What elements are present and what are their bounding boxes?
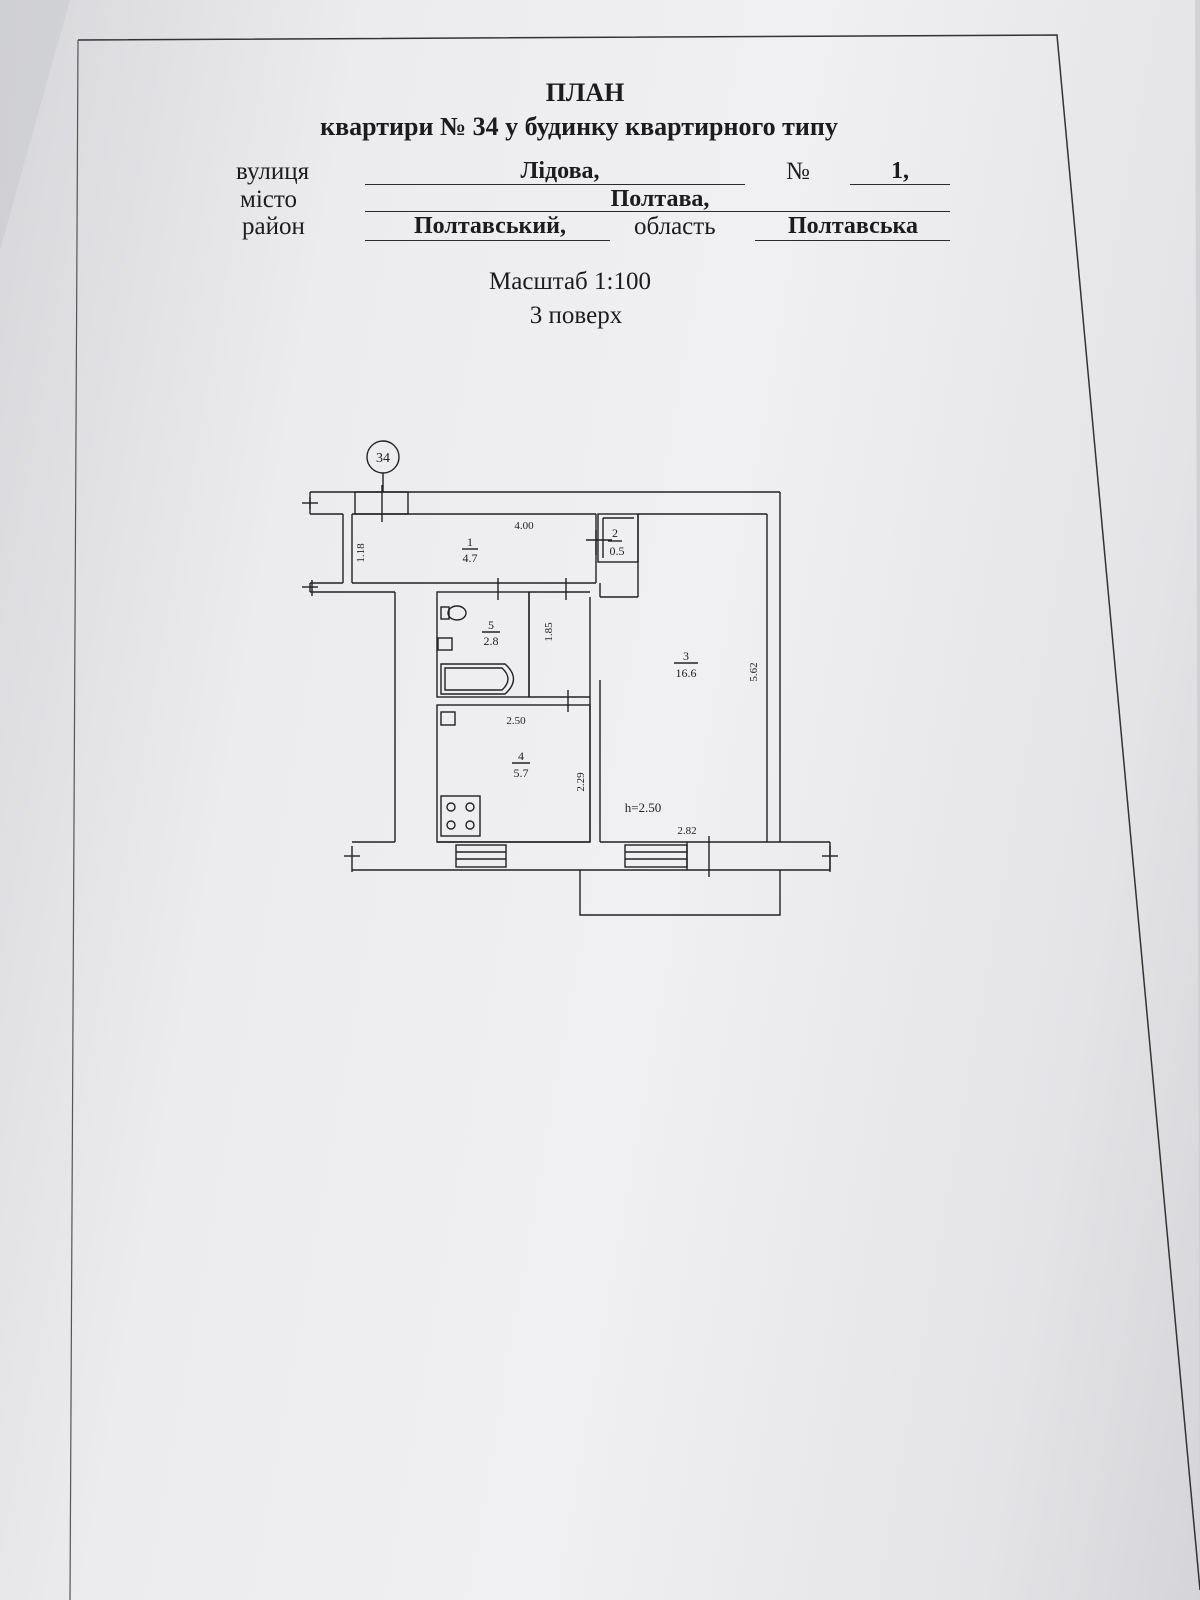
number-underline bbox=[850, 184, 950, 185]
stove-icon bbox=[440, 795, 481, 837]
room-4-area: 5.7 bbox=[514, 766, 529, 780]
district-label: район bbox=[242, 213, 305, 240]
room-5-number: 5 bbox=[488, 618, 494, 632]
document-title: ПЛАН bbox=[545, 78, 625, 107]
balcony-outline bbox=[579, 870, 781, 916]
room-4-number: 4 bbox=[518, 749, 524, 763]
dim-kitchen-width: 2.29 bbox=[575, 772, 587, 792]
scale-text: Масштаб 1:100 bbox=[489, 268, 651, 295]
dim-room-3-width: 2.82 bbox=[677, 825, 696, 837]
dim-bathroom-width: 1.85 bbox=[543, 622, 555, 642]
room-2-area: 0.5 bbox=[610, 544, 625, 558]
region-label: область bbox=[634, 213, 716, 240]
room-1-area: 4.7 bbox=[463, 551, 478, 565]
district-underline bbox=[365, 240, 610, 241]
room-2-number: 2 bbox=[612, 526, 618, 540]
window-kitchen bbox=[455, 844, 507, 868]
window-room-3 bbox=[624, 844, 688, 868]
dim-corridor-length: 4.00 bbox=[514, 520, 534, 532]
number-label: № bbox=[786, 158, 810, 185]
dim-kitchen-length: 2.50 bbox=[506, 715, 526, 727]
room-3-area: 16.6 bbox=[676, 666, 697, 680]
apartment-marker-label: 34 bbox=[376, 451, 390, 466]
district-value: Полтавський, bbox=[414, 213, 566, 239]
document-subtitle: квартири № 34 у будинку квартирного типу bbox=[320, 112, 838, 141]
city-value: Полтава, bbox=[610, 186, 710, 212]
city-underline bbox=[365, 211, 950, 212]
region-underline bbox=[755, 240, 950, 241]
room-1-number: 1 bbox=[467, 535, 473, 549]
region-value: Полтавська bbox=[788, 213, 918, 239]
dim-room-3-length: 5.62 bbox=[748, 662, 760, 681]
floor-text: 3 поверх bbox=[529, 302, 623, 329]
number-value: 1, bbox=[891, 158, 909, 184]
room-3-number: 3 bbox=[683, 649, 689, 663]
city-label: місто bbox=[240, 186, 297, 213]
street-value: Лідова, bbox=[520, 158, 600, 184]
street-underline bbox=[365, 184, 745, 185]
room-5-area: 2.8 bbox=[484, 634, 499, 648]
street-label: вулиця bbox=[236, 158, 310, 185]
ceiling-height: h=2.50 bbox=[625, 800, 662, 815]
dim-corridor-width: 1.18 bbox=[355, 543, 367, 563]
